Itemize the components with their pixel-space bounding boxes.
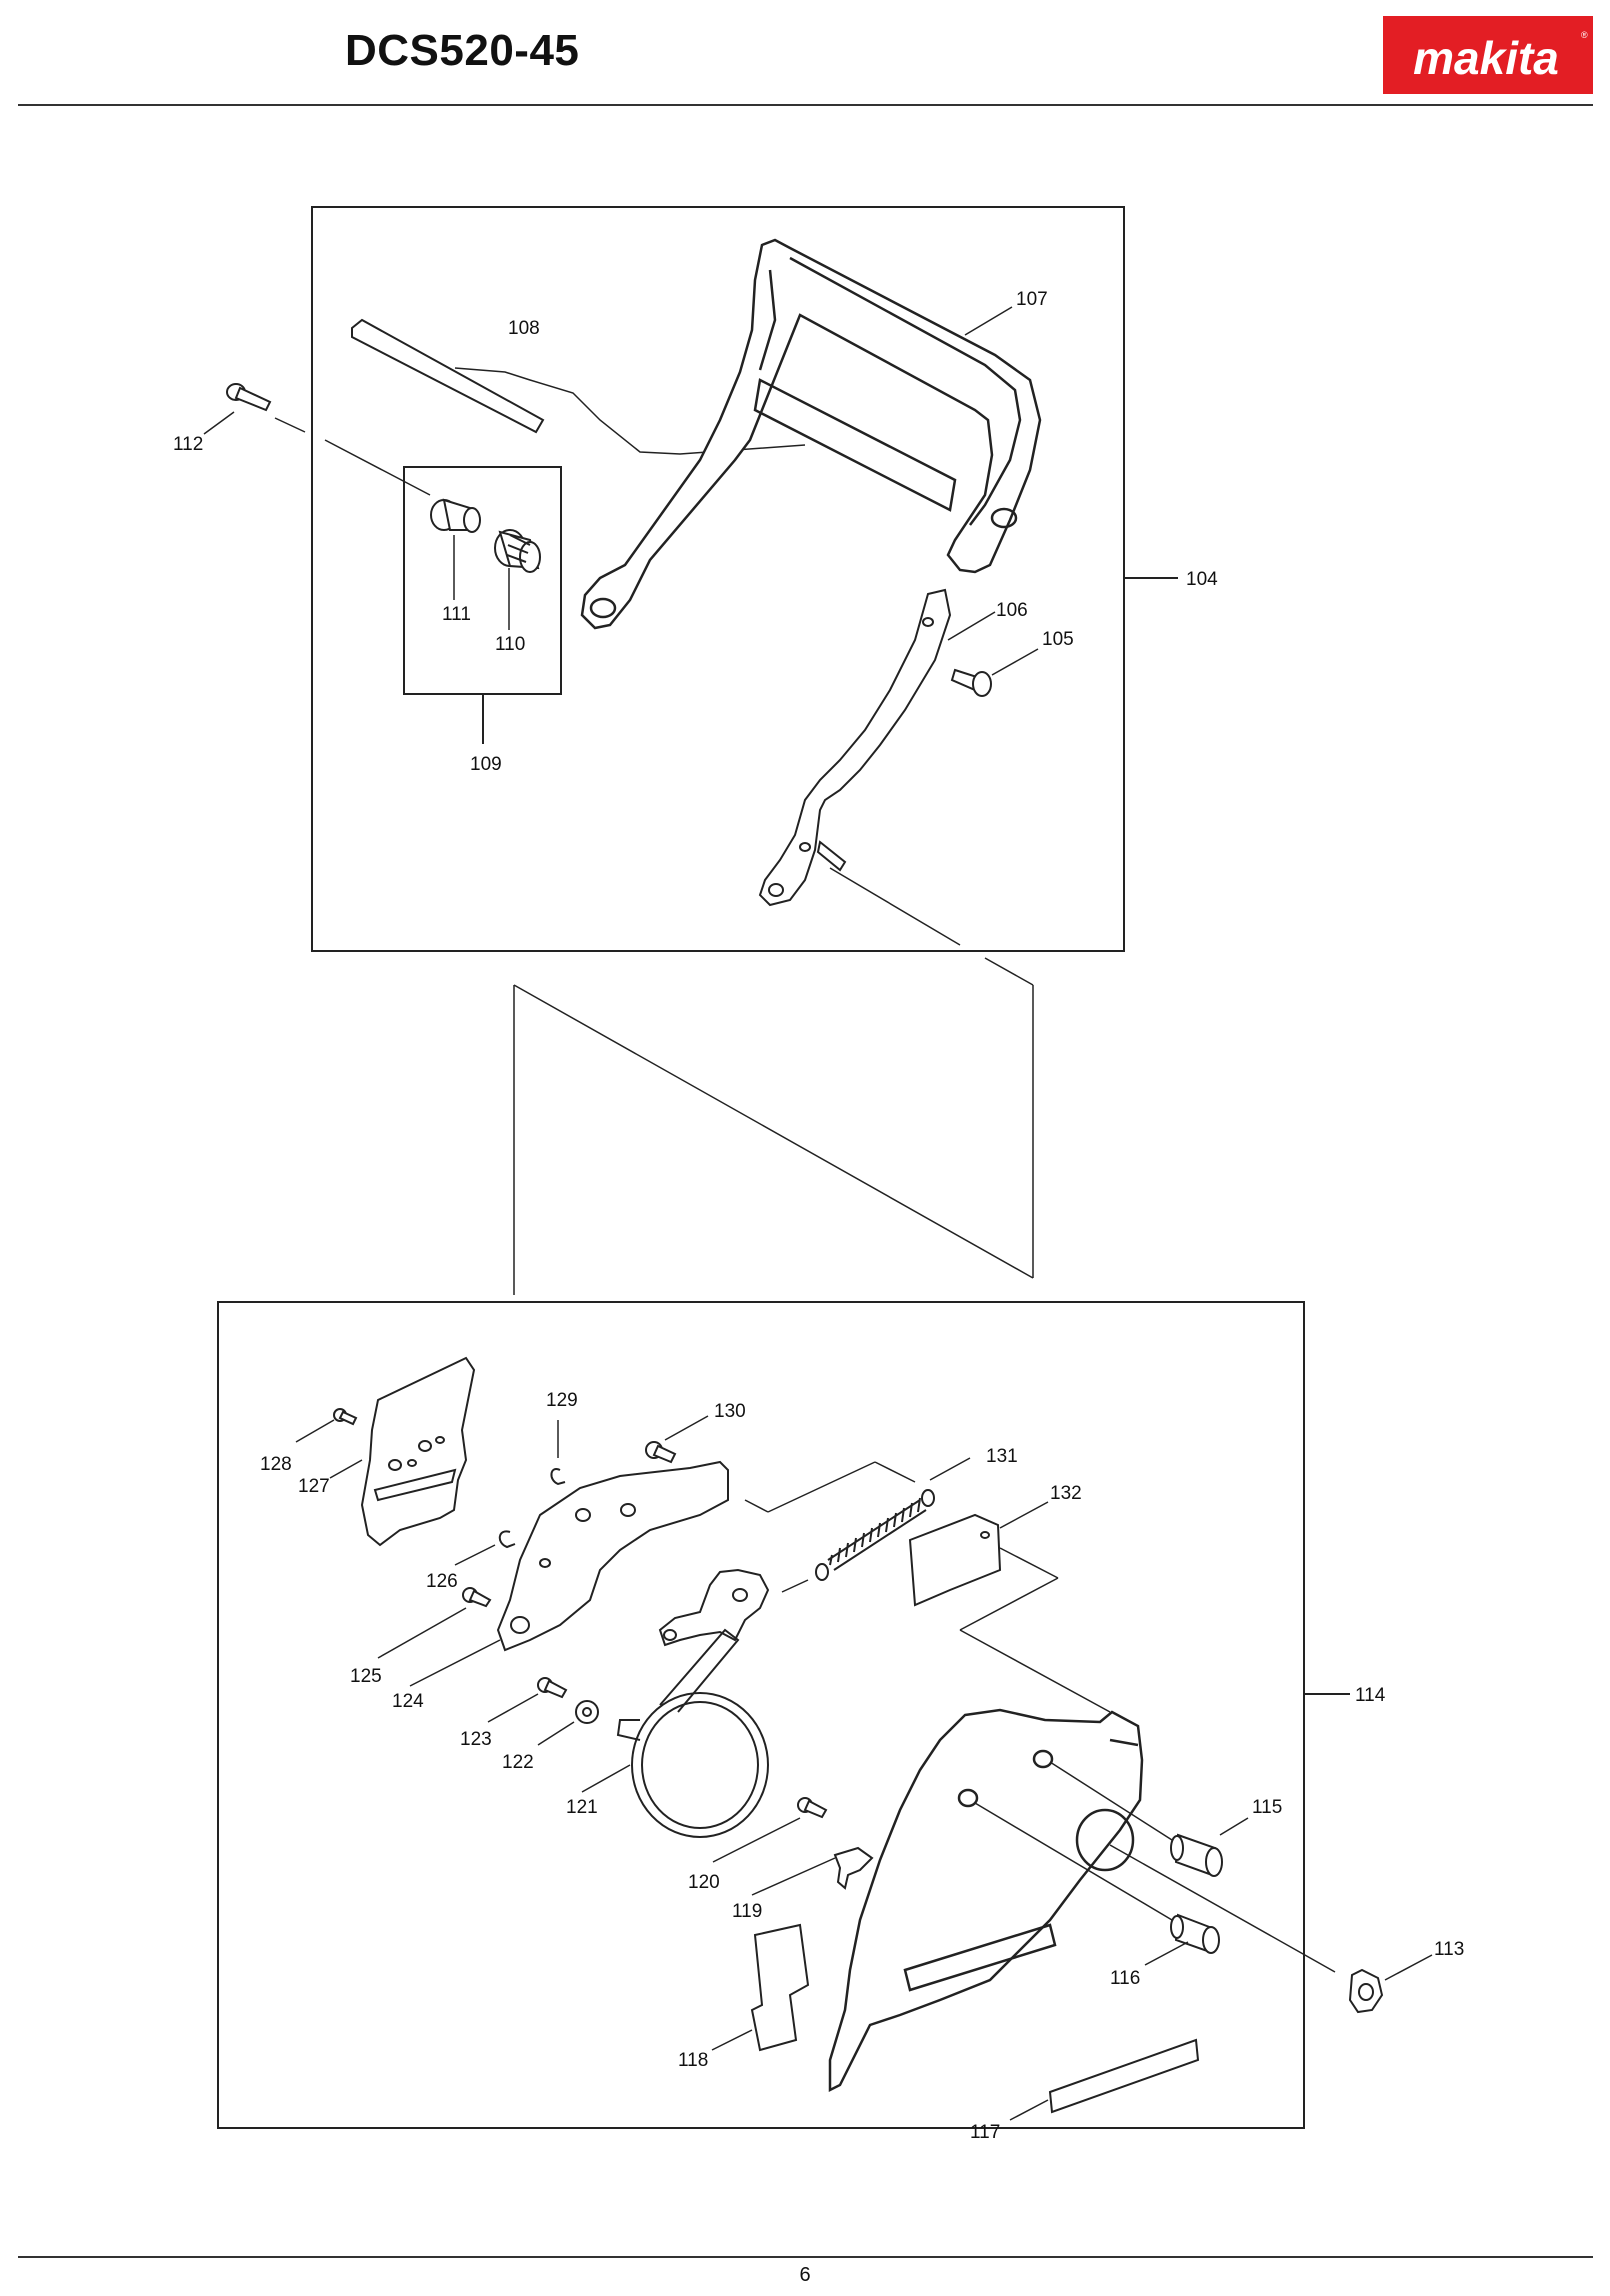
part-121-brake-band [616,1628,769,1838]
callout-104: 104 [1186,569,1218,590]
part-115-stud [1170,1833,1223,1877]
callout-132: 132 [1050,1483,1082,1504]
callout-115: 115 [1252,1797,1282,1818]
callout-111: 111 [442,604,471,625]
part-124-brake-bracket [496,1460,729,1652]
part-129-clip [550,1468,566,1486]
callout-123: 123 [460,1729,492,1750]
part-112-screw [226,383,272,412]
part-117-label-strip [1048,2038,1200,2114]
makita-logo: makita ® [1383,16,1593,94]
callout-119: 119 [732,1901,762,1922]
callout-107: 107 [1016,289,1048,310]
part-122-washer [575,1700,599,1724]
part-126-clip [498,1530,516,1549]
callout-110: 110 [495,634,525,655]
part-113-nut [1348,1968,1384,2014]
part-brake-lever [658,1568,770,1647]
upper-group-frame [311,206,1125,952]
callout-114: 114 [1355,1685,1386,1706]
part-125-screw [462,1587,492,1608]
part-116-stud [1170,1913,1220,1954]
callout-121: 121 [566,1797,598,1818]
part-108-strip [351,318,545,434]
callout-124: 124 [392,1691,424,1712]
page-number: 6 [799,2264,811,2286]
part-119-guide [833,1846,874,1890]
callout-112: 112 [173,434,203,455]
callout-126: 126 [426,1571,458,1592]
svg-text:makita: makita [1413,32,1559,84]
part-106-bracket [758,588,952,907]
header-rule [18,104,1593,106]
part-111-bushing [430,498,481,533]
part-105-screw [950,668,992,697]
callout-129: 129 [546,1390,578,1411]
part-114-sprocket-cover [828,1708,1144,2093]
part-107-front-handle [580,238,1042,630]
callout-120: 120 [688,1872,720,1893]
part-110-mount [494,529,541,573]
callout-125: 125 [350,1666,382,1687]
part-123-screw [537,1677,568,1699]
part-130-screw [645,1441,677,1464]
footer-rule [18,2256,1593,2258]
callout-128: 128 [260,1454,292,1475]
callout-131: 131 [986,1446,1018,1467]
callout-122: 122 [502,1752,534,1773]
callout-106: 106 [996,600,1028,621]
part-120-screw [797,1797,828,1819]
part-127-plate [360,1356,476,1547]
part-132-cover-plate [908,1513,1002,1607]
callout-117: 117 [970,2122,1000,2143]
callout-109: 109 [470,754,502,775]
part-118-plate [750,1923,810,2052]
callout-127: 127 [298,1476,330,1497]
callout-116: 116 [1110,1968,1140,1989]
callout-113: 113 [1434,1939,1464,1960]
page-title: DCS520-45 [345,26,580,75]
callout-130: 130 [714,1401,746,1422]
subassembly-109-frame [403,466,562,695]
svg-text:®: ® [1581,30,1588,40]
callout-118: 118 [678,2050,708,2071]
part-128-screw [333,1408,358,1426]
callout-108: 108 [508,318,540,339]
callout-105: 105 [1042,629,1074,650]
part-131-spring [815,1489,935,1581]
lower-group-frame [217,1301,1305,2129]
